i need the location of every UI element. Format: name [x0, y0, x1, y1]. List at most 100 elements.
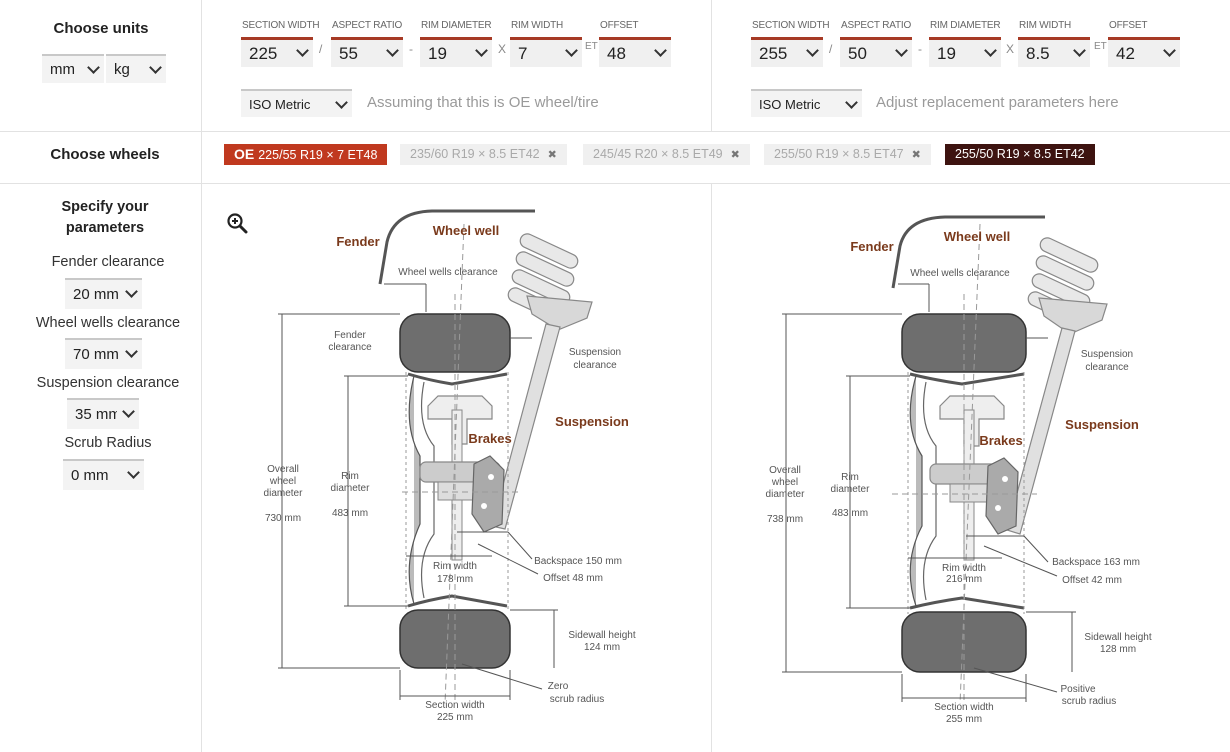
oe-aspect-ratio-dropdown[interactable]: 55: [331, 37, 403, 67]
rep-rim-width-select[interactable]: 8.5: [1018, 37, 1090, 67]
dash-separator: -: [409, 42, 413, 56]
suspension-clearance-text-2: clearance: [1085, 362, 1129, 373]
wheel-wells-clearance-label: Wheel wells clearance: [35, 315, 181, 331]
suspension-clearance-select[interactable]: 35 mm: [67, 398, 139, 429]
dimension-lines: [278, 283, 558, 700]
rim-diameter-text-2: diameter: [831, 484, 871, 495]
weight-unit-select[interactable]: kg: [106, 54, 166, 83]
rep-section-width-select[interactable]: 255: [751, 37, 823, 67]
scrub-radius-label: Scrub Radius: [64, 435, 152, 451]
wheel-chip-label: 245/45 R20 × 8.5 ET49: [593, 147, 723, 161]
units-title: Choose units: [53, 20, 149, 37]
scrub-text-2: scrub radius: [550, 694, 604, 705]
oe-section-width-label: SECTION WIDTH: [242, 20, 320, 31]
rim-width-text: Rim width: [433, 561, 477, 572]
remove-icon[interactable]: ✖: [911, 149, 921, 161]
rep-aspect-ratio-dropdown[interactable]: 50: [840, 37, 912, 67]
rep-offset-dropdown[interactable]: 42: [1108, 37, 1180, 67]
rep-rim-diameter-select[interactable]: 19: [929, 37, 1001, 67]
fender-label: Fender: [850, 239, 893, 254]
oe-aspect-ratio-label: ASPECT RATIO: [332, 20, 403, 31]
overall-value: 730 mm: [265, 513, 301, 524]
replacement-inputs-cell: SECTION WIDTH ASPECT RATIO RIM DIAMETER …: [712, 0, 1230, 132]
rim-diameter-value: 483 mm: [332, 508, 368, 519]
remove-icon[interactable]: ✖: [730, 149, 740, 161]
wheel-chip[interactable]: 235/60 R19 × 8.5 ET42 ✖: [400, 144, 567, 165]
scrub-text-2: scrub radius: [1062, 696, 1116, 707]
oe-rim-width-select[interactable]: 7: [510, 37, 582, 67]
oe-section-width-select[interactable]: 225: [241, 37, 313, 67]
oe-offset-dropdown[interactable]: 48: [599, 37, 671, 67]
wheel-chip-label: 225/55 R19 × 7 ET48: [258, 148, 378, 162]
rep-system-select[interactable]: ISO Metric: [751, 89, 862, 117]
suspension-clearance-dropdown[interactable]: 35 mm: [67, 398, 139, 429]
scrub-radius-dropdown[interactable]: 0 mm: [63, 459, 144, 490]
backspace-text: Backspace 163 mm: [1052, 557, 1140, 568]
overall-text-2: wheel: [771, 477, 798, 488]
scrub-radius-select[interactable]: 0 mm: [63, 459, 144, 490]
rep-diagram-cell: Fender Wheel well Wheel wells clearance …: [712, 184, 1230, 752]
section-width-text: Section width: [934, 702, 993, 713]
oe-offset-select[interactable]: 48: [599, 37, 671, 67]
wheels-title: Choose wheels: [50, 146, 160, 163]
wheel-chip[interactable]: 245/45 R20 × 8.5 ET49 ✖: [583, 144, 750, 165]
overall-text-3: diameter: [766, 489, 806, 500]
oe-rim-diameter-select[interactable]: 19: [420, 37, 492, 67]
wheel-chip-label: 255/50 R19 × 8.5 ET42: [955, 147, 1085, 161]
oe-rim-diameter-dropdown[interactable]: 19: [420, 37, 492, 67]
rep-system-dropdown[interactable]: ISO Metric: [751, 89, 862, 117]
oe-section-width-dropdown[interactable]: 225: [241, 37, 313, 67]
overall-text-1: Overall: [769, 465, 801, 476]
wheel-wells-clearance-select[interactable]: 70 mm: [65, 338, 142, 369]
brakes-label: Brakes: [979, 433, 1022, 448]
wheel-chip-label: 235/60 R19 × 8.5 ET42: [410, 147, 540, 161]
brakes-label: Brakes: [468, 431, 511, 446]
oe-badge: OE: [234, 146, 255, 162]
rep-rim-diameter-dropdown[interactable]: 19: [929, 37, 1001, 67]
rep-aspect-ratio-label: ASPECT RATIO: [841, 20, 912, 31]
remove-icon[interactable]: ✖: [547, 149, 557, 161]
suspension-clearance-text-2: clearance: [573, 360, 617, 371]
section-width-text: Section width: [425, 700, 484, 711]
fender-clearance-select[interactable]: 20 mm: [65, 278, 142, 309]
oe-system-dropdown[interactable]: ISO Metric: [241, 89, 352, 117]
suspension-clearance-text-1: Suspension: [569, 347, 621, 358]
units-cell: Choose units mm kg: [0, 0, 202, 132]
rim-diameter-text-1: Rim: [341, 471, 359, 482]
oe-aspect-ratio-select[interactable]: 55: [331, 37, 403, 67]
strut: [491, 323, 561, 530]
oe-rim-width-dropdown[interactable]: 7: [510, 37, 582, 67]
weight-unit-dropdown[interactable]: kg: [106, 54, 166, 83]
wheel-wells-clearance-dropdown[interactable]: 70 mm: [65, 338, 142, 369]
oe-hint: Assuming that this is OE wheel/tire: [367, 94, 599, 111]
fender-clearance-text-1: Fender: [334, 330, 366, 341]
tire-top: [399, 313, 511, 373]
wheel-wells-clearance-text: Wheel wells clearance: [910, 268, 1010, 279]
rep-section-width-dropdown[interactable]: 255: [751, 37, 823, 67]
overall-text-3: diameter: [264, 488, 304, 499]
oe-diagram-cell: Fender Wheel well Wheel wells clearance …: [202, 184, 712, 752]
oe-inputs-cell: SECTION WIDTH ASPECT RATIO RIM DIAMETER …: [202, 0, 712, 132]
suspension-label: Suspension: [1065, 417, 1139, 432]
wheel-chip[interactable]: 255/50 R19 × 8.5 ET47✖: [764, 144, 931, 165]
zoom-in-icon[interactable]: [226, 212, 248, 234]
oe-system-select[interactable]: ISO Metric: [241, 89, 352, 117]
fender-clearance-dropdown[interactable]: 20 mm: [65, 278, 142, 309]
fender-shape: [891, 215, 1045, 289]
rim-width-text: Rim width: [942, 563, 986, 574]
length-unit-dropdown[interactable]: mm: [42, 54, 104, 83]
rep-rim-width-dropdown[interactable]: 8.5: [1018, 37, 1090, 67]
tire-top: [901, 313, 1027, 373]
length-unit-select[interactable]: mm: [42, 54, 104, 83]
scrub-text-1: Zero: [548, 681, 569, 692]
rim-diameter-value: 483 mm: [832, 508, 868, 519]
rep-aspect-ratio-select[interactable]: 50: [840, 37, 912, 67]
rep-wheel-diagram: Fender Wheel well Wheel wells clearance …: [766, 215, 1152, 725]
wheel-chip-current[interactable]: 255/50 R19 × 8.5 ET42: [945, 144, 1095, 165]
rim-diameter-text-1: Rim: [841, 472, 859, 483]
rep-offset-select[interactable]: 42: [1108, 37, 1180, 67]
overall-text-1: Overall: [267, 464, 299, 475]
